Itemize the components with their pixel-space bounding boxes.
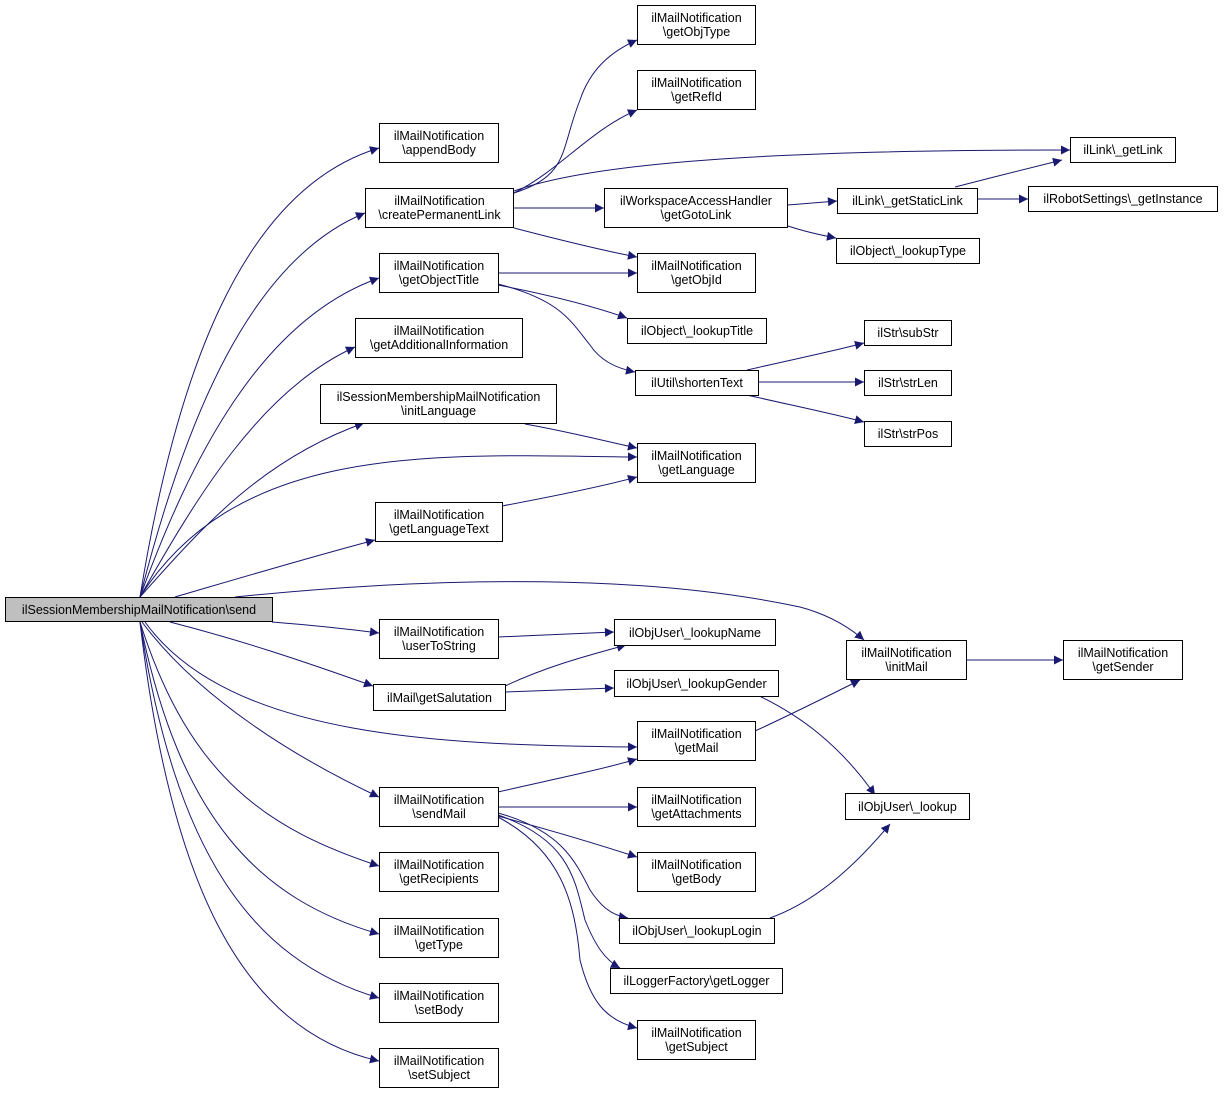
- edge-root-getAdditionalInformation: [139, 346, 356, 598]
- node-getGotoLink[interactable]: ilWorkspaceAccessHandler\getGotoLink: [604, 188, 788, 228]
- edge-root-createPermanentLink: [139, 212, 366, 598]
- edge-getObjectTitle-shortenText: [497, 283, 636, 375]
- edge-createPermanentLink-getObjType: [513, 39, 638, 194]
- node-getType[interactable]: ilMailNotification\getType: [379, 918, 499, 958]
- edge-sendMail-getSubject: [497, 816, 638, 1031]
- node-getObjectTitle[interactable]: ilMailNotification\getObjectTitle: [379, 253, 499, 293]
- node-initLanguage[interactable]: ilSessionMembershipMailNotification\init…: [320, 384, 557, 424]
- node-initMail[interactable]: ilMailNotification\initMail: [846, 640, 967, 680]
- edge-shortenText-strPos: [746, 394, 865, 425]
- node-lookupGender[interactable]: ilObjUser\_lookupGender: [614, 670, 779, 697]
- node-getRecipients[interactable]: ilMailNotification\getRecipients: [379, 852, 499, 892]
- edge-root-initLanguage: [139, 421, 365, 598]
- node-subStr[interactable]: ilStr\subStr: [864, 320, 952, 346]
- node-root[interactable]: ilSessionMembershipMailNotification\send: [5, 597, 273, 622]
- edge-root-getSalutation: [169, 621, 374, 688]
- node-getMail[interactable]: ilMailNotification\getMail: [637, 721, 756, 761]
- edge-createPermanentLink-getObjId: [513, 227, 638, 260]
- edge-root-getObjectTitle: [139, 276, 380, 598]
- node-getSalutation[interactable]: ilMail\getSalutation: [373, 684, 506, 711]
- node-setSubject[interactable]: ilMailNotification\setSubject: [379, 1048, 499, 1088]
- node-userToString[interactable]: ilMailNotification\userToString: [379, 619, 499, 659]
- edge-getMail-initMail: [754, 679, 861, 732]
- node-getRefId[interactable]: ilMailNotification\getRefId: [637, 70, 756, 110]
- edge-getSalutation-lookupName: [504, 643, 627, 687]
- node-shortenText[interactable]: ilUtil\shortenText: [635, 370, 759, 396]
- node-getInstance[interactable]: ilRobotSettings\_getInstance: [1028, 186, 1218, 212]
- edge-sendMail-getLogger: [497, 814, 621, 969]
- node-getBody[interactable]: ilMailNotification\getBody: [637, 852, 756, 892]
- edge-getStaticLink-getLink: [954, 157, 1063, 188]
- node-getLanguageText[interactable]: ilMailNotification\getLanguageText: [375, 502, 503, 542]
- edge-getSalutation-lookupGender: [504, 683, 615, 693]
- node-strLen[interactable]: ilStr\strLen: [864, 370, 952, 396]
- edge-sendMail-lookupLogin: [497, 812, 629, 921]
- edge-initLanguage-getLanguage: [524, 423, 638, 451]
- node-getAdditionalInformation[interactable]: ilMailNotification\getAdditionalInformat…: [355, 318, 523, 358]
- node-createPermanentLink[interactable]: ilMailNotification\createPermanentLink: [365, 188, 514, 228]
- edge-root-getLanguageText: [174, 537, 376, 598]
- node-getAttachments[interactable]: ilMailNotification\getAttachments: [637, 787, 756, 827]
- edge-root-getLanguage: [139, 452, 638, 598]
- edge-getGotoLink-getStaticLink: [787, 197, 838, 207]
- edge-root-appendBody: [139, 146, 380, 598]
- edge-root-sendMail: [141, 621, 380, 798]
- edge-userToString-lookupName: [497, 627, 615, 638]
- node-getObjType[interactable]: ilMailNotification\getObjType: [637, 5, 756, 45]
- node-getSender[interactable]: ilMailNotification\getSender: [1063, 640, 1183, 680]
- edge-getObjectTitle-lookupTitle: [497, 284, 628, 320]
- node-sendMail[interactable]: ilMailNotification\sendMail: [379, 787, 499, 827]
- edge-createPermanentLink-getLink: [513, 145, 1071, 192]
- edge-lookupLogin-lookup: [769, 823, 891, 919]
- node-getLogger[interactable]: ilLoggerFactory\getLogger: [610, 968, 783, 994]
- node-getLanguage[interactable]: ilMailNotification\getLanguage: [637, 443, 756, 483]
- node-lookup[interactable]: ilObjUser\_lookup: [845, 793, 970, 820]
- node-appendBody[interactable]: ilMailNotification\appendBody: [379, 123, 499, 163]
- node-lookupName[interactable]: ilObjUser\_lookupName: [614, 619, 776, 646]
- edge-root-setBody: [139, 621, 380, 1000]
- edge-root-setSubject: [139, 621, 380, 1064]
- node-getLink[interactable]: ilLink\_getLink: [1070, 137, 1176, 163]
- edge-root-getRecipients: [139, 621, 380, 868]
- edge-getLanguageText-getLanguage: [501, 475, 638, 507]
- edge-root-initMail: [234, 581, 865, 641]
- edge-root-userToString: [271, 621, 380, 637]
- edge-shortenText-subStr: [746, 340, 865, 371]
- node-lookupTitle[interactable]: ilObject\_lookupTitle: [627, 318, 767, 344]
- edge-lookupGender-lookup: [754, 693, 876, 796]
- edge-createPermanentLink-getRefId: [513, 109, 638, 194]
- node-getSubject[interactable]: ilMailNotification\getSubject: [637, 1020, 756, 1060]
- node-getObjId[interactable]: ilMailNotification\getObjId: [637, 253, 756, 293]
- node-getStaticLink[interactable]: ilLink\_getStaticLink: [837, 188, 978, 214]
- edge-sendMail-getMail: [497, 757, 638, 793]
- edge-root-getType: [139, 621, 380, 936]
- edge-sendMail-getBody: [497, 815, 638, 859]
- edge-root-getMail: [144, 621, 638, 752]
- node-strPos[interactable]: ilStr\strPos: [864, 421, 952, 447]
- node-lookupLogin[interactable]: ilObjUser\_lookupLogin: [619, 918, 775, 944]
- node-lookupType[interactable]: ilObject\_lookupType: [836, 238, 980, 264]
- node-setBody[interactable]: ilMailNotification\setBody: [379, 983, 499, 1023]
- edge-getGotoLink-lookupType: [787, 225, 837, 241]
